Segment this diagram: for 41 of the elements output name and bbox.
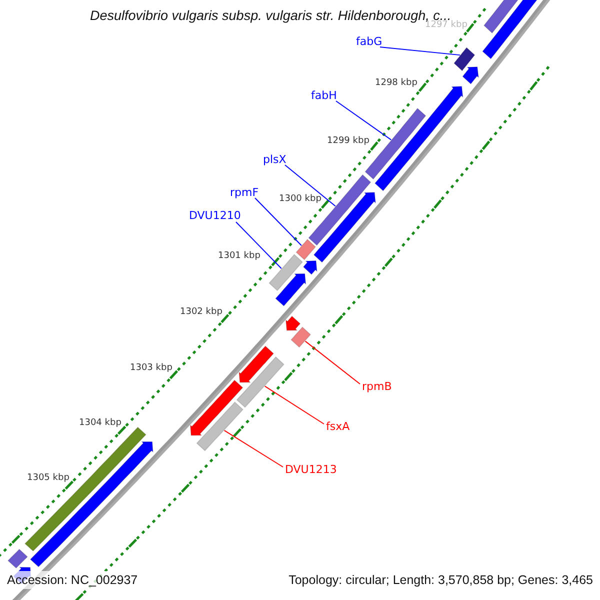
gene-label: fabG	[356, 35, 382, 48]
gene-bar	[290, 326, 312, 348]
leader-line	[264, 386, 324, 424]
gene-feature	[275, 273, 306, 306]
gene-bar	[236, 356, 284, 408]
gene-bar	[454, 47, 476, 72]
gene-feature	[30, 441, 154, 568]
scale-label: 1298 kbp	[375, 78, 418, 88]
gene-feature	[285, 316, 301, 331]
scale-label: 1299 kbp	[327, 136, 370, 146]
gene-label: fabH	[311, 89, 337, 102]
gene-label: rpmF	[230, 186, 259, 199]
leader-line	[304, 340, 360, 384]
gene-feature	[462, 66, 480, 84]
leader-line	[236, 222, 282, 270]
gene-bar	[24, 426, 146, 552]
gene-bar	[296, 238, 316, 260]
gene-feature	[374, 86, 464, 192]
gene-feature	[238, 346, 274, 383]
gene-bar	[196, 402, 244, 452]
gene-bar	[268, 254, 303, 292]
leader-line	[380, 46, 460, 56]
gene-feature	[190, 380, 244, 436]
scale-label: 1305 kbp	[27, 473, 70, 483]
gene-label: DVU1210	[189, 209, 241, 222]
leader-line	[284, 164, 336, 207]
gene-feature	[302, 260, 318, 275]
leader-line	[254, 198, 302, 246]
scale-label: 1303 kbp	[130, 363, 172, 373]
leader-line	[336, 100, 392, 140]
scale-label: 1304 kbp	[79, 418, 122, 428]
scale-label: 1301 kbp	[218, 251, 260, 261]
scale-label: 1300 kbp	[279, 194, 322, 204]
gene-label: rpmB	[362, 380, 392, 393]
gene-label: DVU1213	[285, 463, 337, 476]
gene-label: fsxA	[326, 420, 350, 433]
gene-bar	[7, 548, 28, 569]
scale-label: 1297 kbp	[425, 20, 468, 30]
scale-label: 1302 kbp	[180, 307, 222, 317]
leader-line	[224, 430, 284, 468]
gene-label: plsX	[263, 153, 286, 166]
